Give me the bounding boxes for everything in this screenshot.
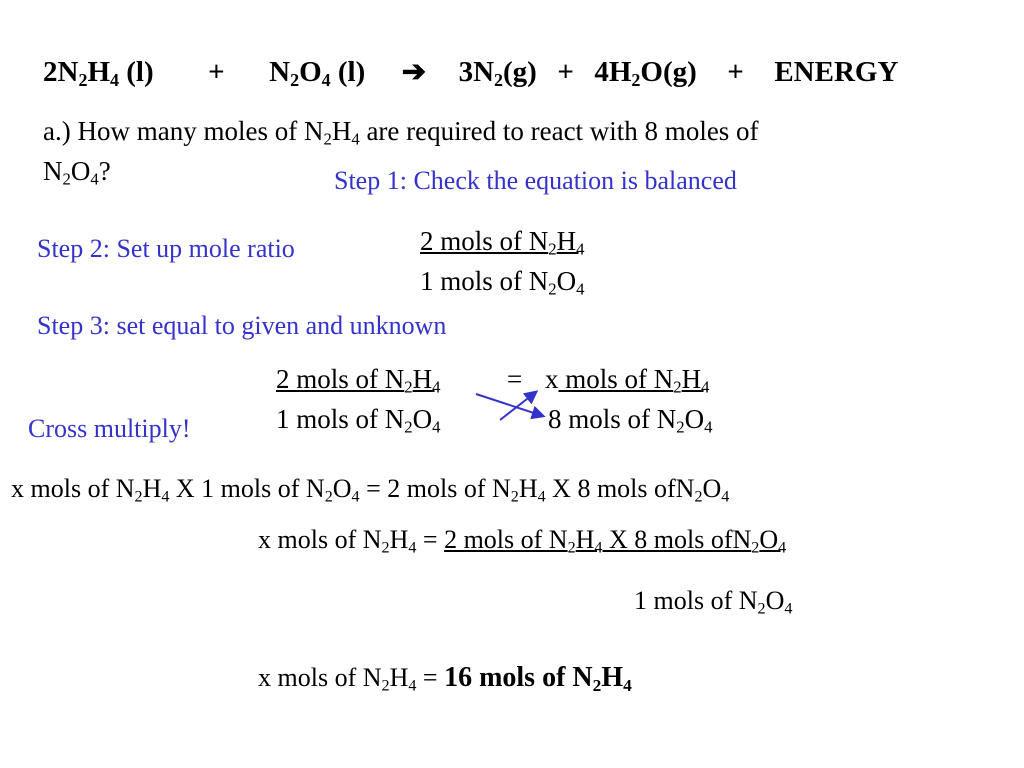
question-line-2: N2O4? [43,156,111,189]
proportion-right-denominator: 8 mols of N2O4 [548,404,713,437]
plus-sign: + [727,56,744,88]
mole-ratio-denominator: 1 mols of N2O4 [420,266,585,299]
step-3-text: Step 3: set equal to given and unknown [37,311,447,340]
solve-equation-numerator: x mols of N2H4 = 2 mols of N2H4 X 8 mols… [258,525,787,557]
proportion-right-numerator: x mols of N2H4 [545,364,710,397]
cross-arrow-down [475,393,546,420]
cross-multiplied-equation: x mols of N2H4 X 1 mols of N2O4 = 2 mols… [11,474,730,506]
step-1-text: Step 1: Check the equation is balanced [334,166,737,195]
plus-sign: + [557,56,574,88]
mole-ratio-numerator: 2 mols of N2H4 [420,226,585,259]
proportion-equals: = [507,364,523,394]
proportion-left-numerator: 2 mols of N2H4 [276,364,441,397]
cross-multiply-label: Cross multiply! [28,414,191,443]
solve-equation-denominator: 1 mols of N2O4 [634,586,793,618]
chemical-equation: 2N2H4 (l) + N2O4 (l) ➔ 3N2(g) + 4H2O(g) … [43,56,899,91]
question-line-1: a.) How many moles of N2H4 are required … [43,116,759,149]
step-2-text: Step 2: Set up mole ratio [37,234,295,263]
final-answer: x mols of N2H4 = 16 mols of N2H4 [258,662,632,695]
cross-arrow-up [499,390,539,421]
energy-label: ENERGY [774,56,899,88]
plus-sign: + [208,56,225,88]
answer-result: 16 mols of N2H4 [444,662,632,695]
proportion-left-denominator: 1 mols of N2O4 [276,404,441,437]
reaction-arrow-icon: ➔ [401,56,427,88]
